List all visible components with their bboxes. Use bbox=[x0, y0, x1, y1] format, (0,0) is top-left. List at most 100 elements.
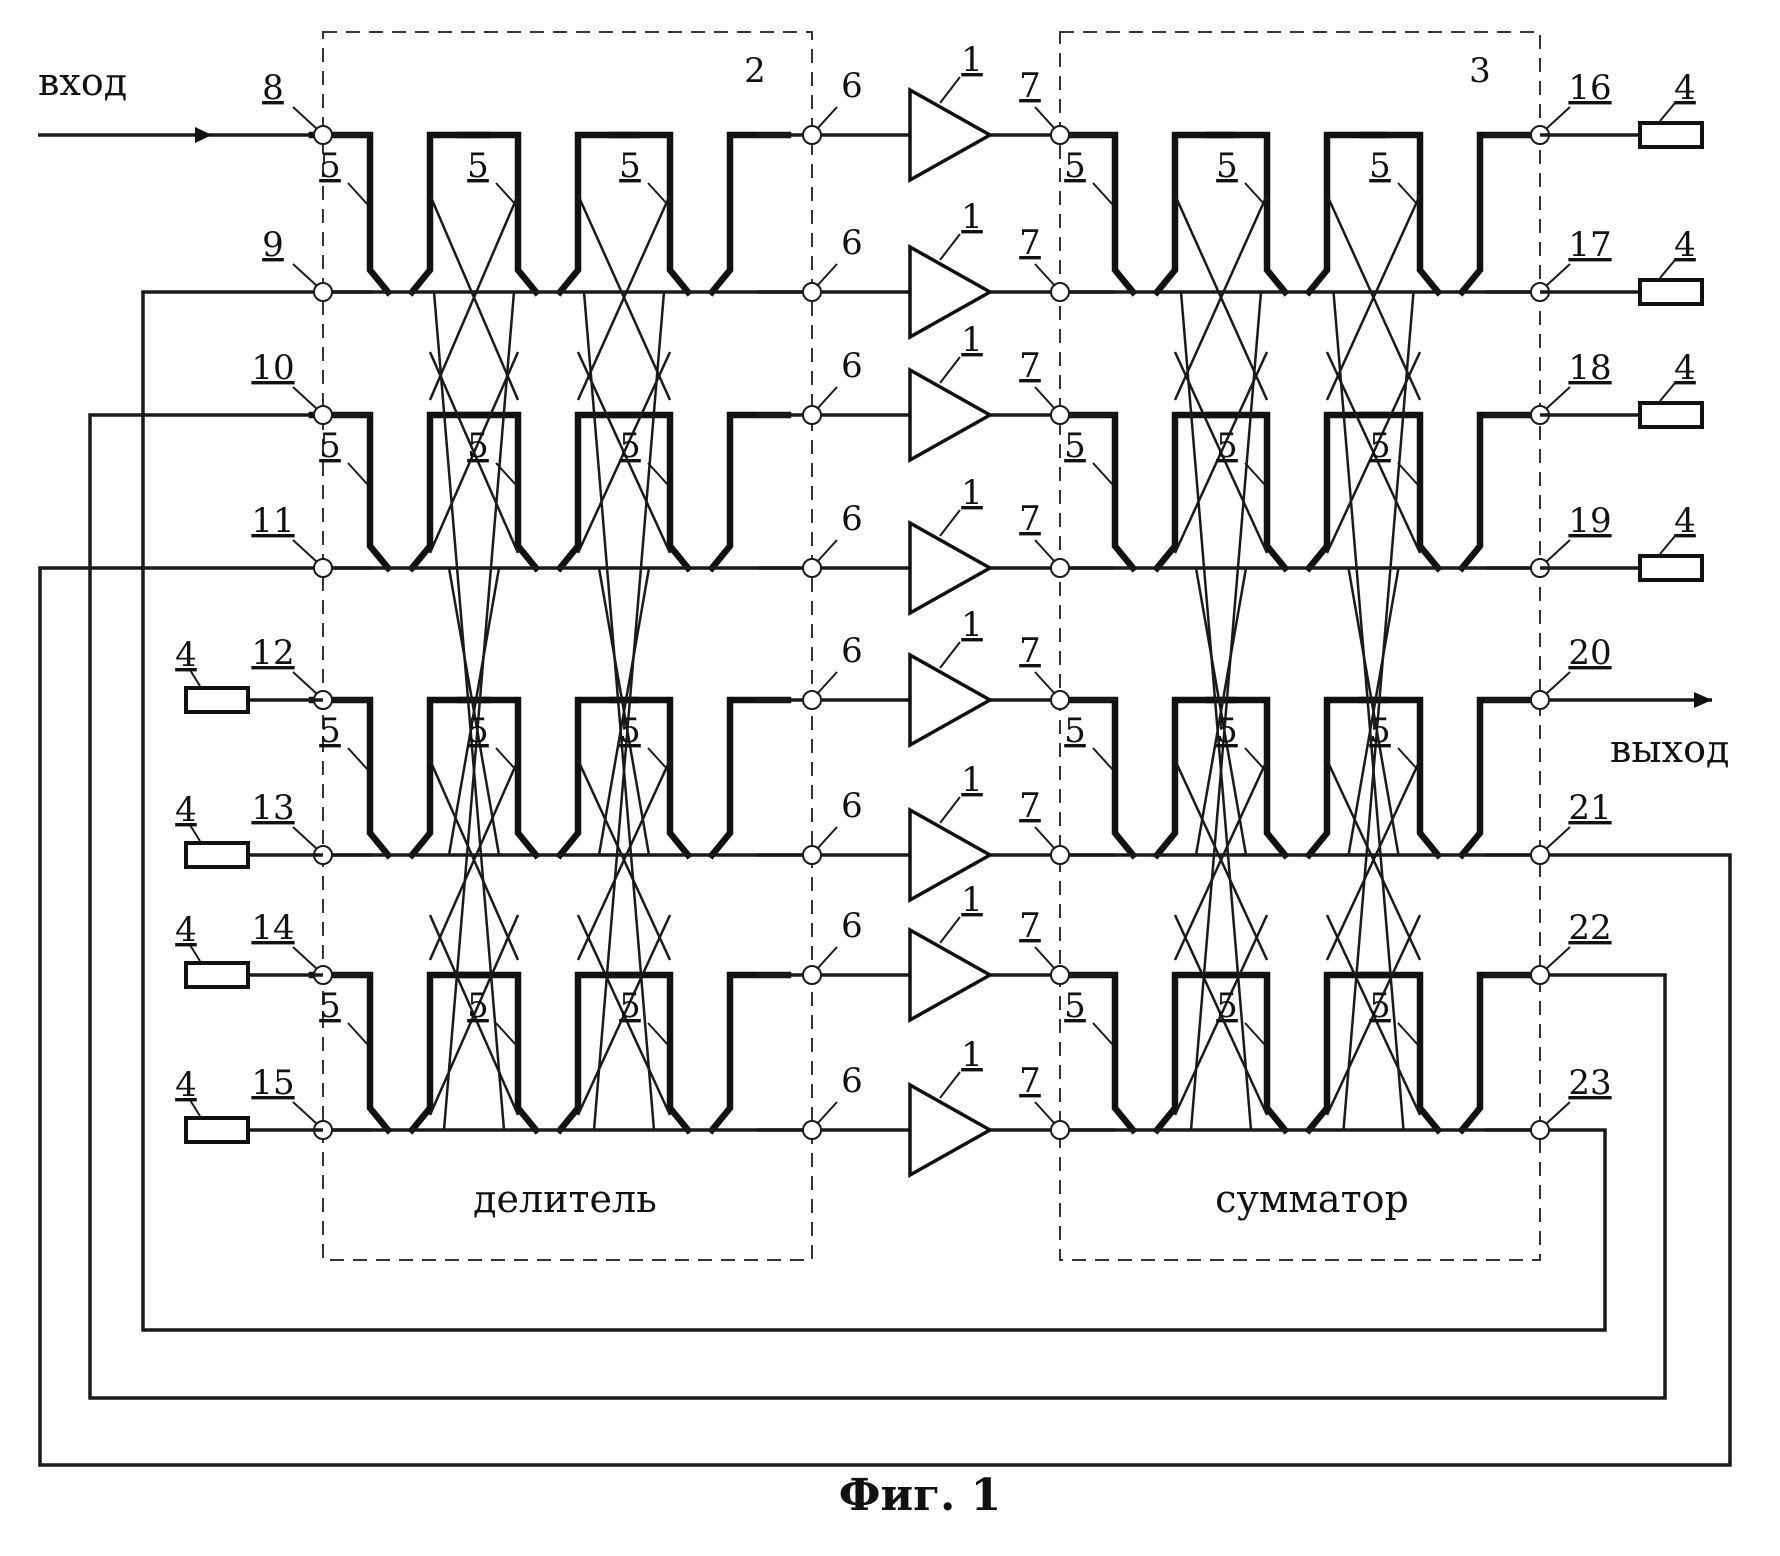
label-combiner-port-4: 20 bbox=[1568, 633, 1611, 673]
leader-6-7 bbox=[817, 1102, 837, 1124]
label-divider-port-0: 8 bbox=[262, 68, 284, 108]
leader-hybrid-1-2 bbox=[496, 748, 516, 770]
label-combiner-input-4: 7 bbox=[1019, 631, 1041, 671]
label-divider-output-6: 6 bbox=[841, 906, 863, 946]
leader-left-port-3 bbox=[293, 540, 317, 562]
divider-block-outline bbox=[323, 32, 812, 1260]
load-right-0 bbox=[1640, 123, 1702, 147]
label-load-right-2: 4 bbox=[1674, 348, 1696, 388]
leader-6-3 bbox=[817, 540, 837, 562]
divider-hybrid-2-2-right-arm bbox=[712, 700, 788, 855]
leader-hybrid-4-3 bbox=[1245, 1023, 1265, 1045]
combiner-hybrid-2-2-right-arm bbox=[1462, 700, 1538, 855]
leader-1-2 bbox=[940, 357, 960, 383]
label-hybrid-4-2: 5 bbox=[1216, 711, 1238, 751]
label-hybrid-1-2: 5 bbox=[467, 711, 489, 751]
leader-7-7 bbox=[1035, 1102, 1055, 1124]
label-amplifier-4: 1 bbox=[961, 605, 983, 645]
leader-hybrid-4-1 bbox=[1245, 463, 1265, 485]
leader-hybrid-2-2 bbox=[648, 748, 668, 770]
label-load-left-5: 4 bbox=[175, 790, 197, 830]
label-divider-output-7: 6 bbox=[841, 1061, 863, 1101]
combiner-label: сумматор bbox=[1215, 1177, 1409, 1221]
label-hybrid-3-1: 5 bbox=[1064, 426, 1086, 466]
leader-hybrid-4-2 bbox=[1245, 748, 1265, 770]
output-arrow bbox=[1694, 692, 1712, 708]
combiner-hybrid-2-3-right-arm bbox=[1462, 975, 1538, 1130]
label-divider-port-2: 10 bbox=[251, 348, 294, 388]
label-hybrid-3-2: 5 bbox=[1064, 711, 1086, 751]
label-divider-port-5: 13 bbox=[251, 788, 294, 828]
leader-7-0 bbox=[1035, 107, 1055, 129]
leader-7-3 bbox=[1035, 540, 1055, 562]
label-hybrid-5-3: 5 bbox=[1369, 986, 1391, 1026]
leader-left-port-1 bbox=[293, 264, 317, 286]
label-load-right-3: 4 bbox=[1674, 501, 1696, 541]
leader-right-port-5 bbox=[1546, 827, 1570, 849]
input-arrow bbox=[195, 127, 212, 143]
amplifier-5 bbox=[910, 655, 990, 745]
label-hybrid-1-3: 5 bbox=[467, 986, 489, 1026]
figure-caption: Фиг. 1 bbox=[839, 1470, 1002, 1521]
leader-right-port-7 bbox=[1546, 1102, 1570, 1124]
leader-1-5 bbox=[940, 797, 960, 823]
leader-hybrid-5-3 bbox=[1398, 1023, 1418, 1045]
label-amplifier-6: 1 bbox=[961, 880, 983, 920]
load-right-2 bbox=[1640, 403, 1702, 427]
combiner-hybrid-2-0-right-arm bbox=[1462, 135, 1538, 292]
amplifier-1 bbox=[910, 90, 990, 180]
label-hybrid-5-1: 5 bbox=[1369, 426, 1391, 466]
leader-hybrid-0-0 bbox=[348, 183, 368, 205]
leader-hybrid-0-1 bbox=[348, 463, 368, 485]
label-amplifier-1: 1 bbox=[961, 197, 983, 237]
leader-6-1 bbox=[817, 264, 837, 286]
divider-hybrid-2-1-right-arm bbox=[712, 415, 788, 568]
output-label: выход bbox=[1610, 727, 1729, 771]
label-divider-port-4: 12 bbox=[251, 633, 294, 673]
combiner-number: 3 bbox=[1469, 51, 1491, 91]
leader-1-7 bbox=[940, 1072, 960, 1098]
divider-label: делитель bbox=[473, 1177, 657, 1221]
leader-hybrid-5-1 bbox=[1398, 463, 1418, 485]
leader-load-right-0 bbox=[1660, 103, 1675, 121]
label-combiner-port-0: 16 bbox=[1568, 68, 1611, 108]
leader-left-port-2 bbox=[293, 387, 317, 409]
label-hybrid-2-1: 5 bbox=[619, 426, 641, 466]
amplifier-3 bbox=[910, 370, 990, 460]
label-hybrid-2-2: 5 bbox=[619, 711, 641, 751]
label-divider-output-0: 6 bbox=[841, 66, 863, 106]
load-left-7 bbox=[186, 1118, 248, 1142]
leader-load-right-2 bbox=[1660, 383, 1675, 401]
leader-6-5 bbox=[817, 827, 837, 849]
amplifier-7 bbox=[910, 930, 990, 1020]
leader-hybrid-1-3 bbox=[496, 1023, 516, 1045]
label-combiner-input-5: 7 bbox=[1019, 786, 1041, 826]
label-hybrid-0-3: 5 bbox=[319, 986, 341, 1026]
leader-hybrid-0-3 bbox=[348, 1023, 368, 1045]
leader-1-1 bbox=[940, 234, 960, 260]
load-right-1 bbox=[1640, 280, 1702, 304]
leader-right-port-1 bbox=[1546, 264, 1570, 286]
leader-right-port-3 bbox=[1546, 540, 1570, 562]
leader-right-port-4 bbox=[1546, 672, 1570, 694]
components bbox=[186, 90, 1702, 1175]
label-hybrid-1-0: 5 bbox=[467, 146, 489, 186]
label-hybrid-3-3: 5 bbox=[1064, 986, 1086, 1026]
label-divider-port-1: 9 bbox=[262, 225, 284, 265]
label-combiner-port-2: 18 bbox=[1568, 348, 1611, 388]
label-hybrid-0-1: 5 bbox=[319, 426, 341, 466]
leader-7-5 bbox=[1035, 827, 1055, 849]
leader-right-port-2 bbox=[1546, 387, 1570, 409]
load-left-4 bbox=[186, 688, 248, 712]
leader-1-3 bbox=[940, 510, 960, 536]
label-combiner-input-2: 7 bbox=[1019, 346, 1041, 386]
leader-hybrid-5-0 bbox=[1398, 183, 1418, 205]
label-combiner-port-3: 19 bbox=[1568, 501, 1611, 541]
leader-6-0 bbox=[817, 107, 837, 129]
leader-7-1 bbox=[1035, 264, 1055, 286]
block-outlines bbox=[323, 32, 1540, 1260]
label-amplifier-0: 1 bbox=[961, 40, 983, 80]
load-right-3 bbox=[1640, 556, 1702, 580]
load-left-5 bbox=[186, 843, 248, 867]
